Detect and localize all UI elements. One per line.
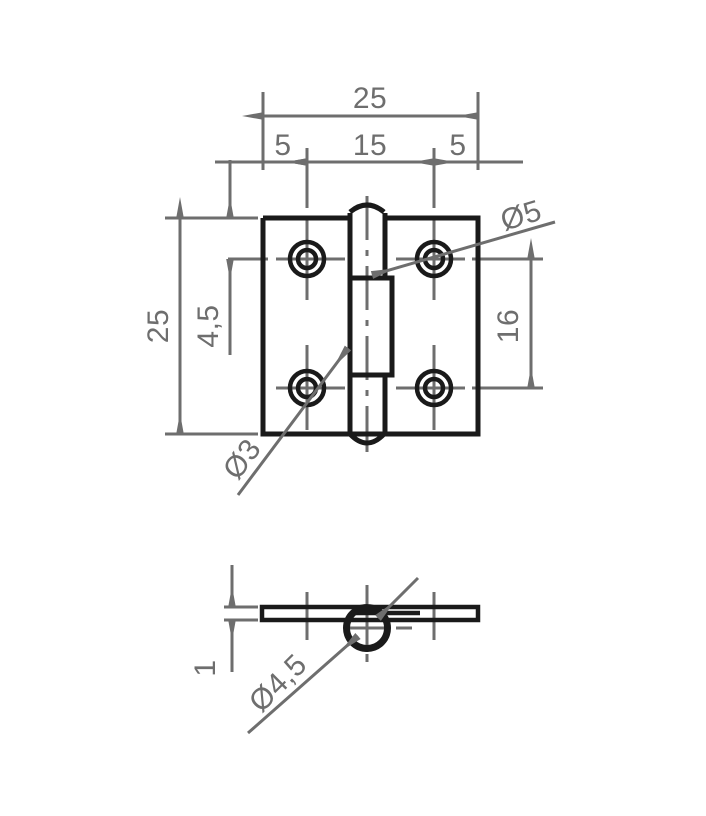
leader-pin-diameter	[247, 576, 420, 735]
leader-line-hole	[236, 345, 352, 496]
dimension-plate-thickness	[224, 565, 258, 672]
side-view-pin	[343, 604, 391, 652]
leader-line-counterbore	[370, 220, 556, 279]
dimension-chain-top	[215, 148, 523, 178]
dimension-overall-height	[165, 197, 258, 436]
pin-circle-outer	[343, 604, 391, 652]
hole-top-left-outer	[287, 239, 327, 279]
hole-bottom-right-outer	[414, 368, 454, 408]
dimension-label-hole-to-right-edge: 5	[449, 129, 466, 162]
knuckle-cap-bottom	[348, 432, 386, 446]
leader-line-pin-upper	[375, 576, 420, 621]
dimension-label-hole-to-hole-vertical: 16	[492, 309, 525, 343]
dimension-label-overall-height: 25	[142, 309, 175, 343]
dimension-label-left-edge-to-hole: 5	[274, 129, 291, 162]
knuckle-segment-bottom	[347, 375, 388, 437]
side-plate-outline	[259, 604, 481, 623]
dimension-label-overall-width: 25	[353, 82, 387, 115]
hinge-body-outline	[260, 215, 481, 437]
leader-counterbore-diameter	[370, 220, 556, 279]
leader-line-pin-lower	[247, 632, 361, 735]
knuckle-cap-top	[348, 202, 386, 215]
leader-hole-diameter	[236, 345, 352, 496]
hole-bottom-left-inner	[295, 376, 319, 400]
front-view: 25 5 15 5 25 4,5 16	[142, 82, 556, 496]
front-view-outline	[260, 215, 481, 437]
hole-top-left-inner	[295, 247, 319, 271]
dimension-label-top-edge-to-hole: 4,5	[192, 304, 225, 347]
dimension-overall-width	[242, 92, 480, 170]
dimension-label-plate-thickness: 1	[189, 659, 222, 676]
hole-bottom-right-inner	[422, 376, 446, 400]
hole-top-right-outer	[414, 239, 454, 279]
dimension-label-hole-to-hole-horizontal: 15	[353, 129, 387, 162]
side-view: 1 Ø4,5	[189, 565, 481, 735]
pin-circle-inner	[346, 607, 388, 649]
hinge-knuckle	[347, 202, 395, 446]
side-view-centerlines	[305, 585, 436, 662]
dimension-hole-to-hole-vertical	[481, 238, 543, 390]
